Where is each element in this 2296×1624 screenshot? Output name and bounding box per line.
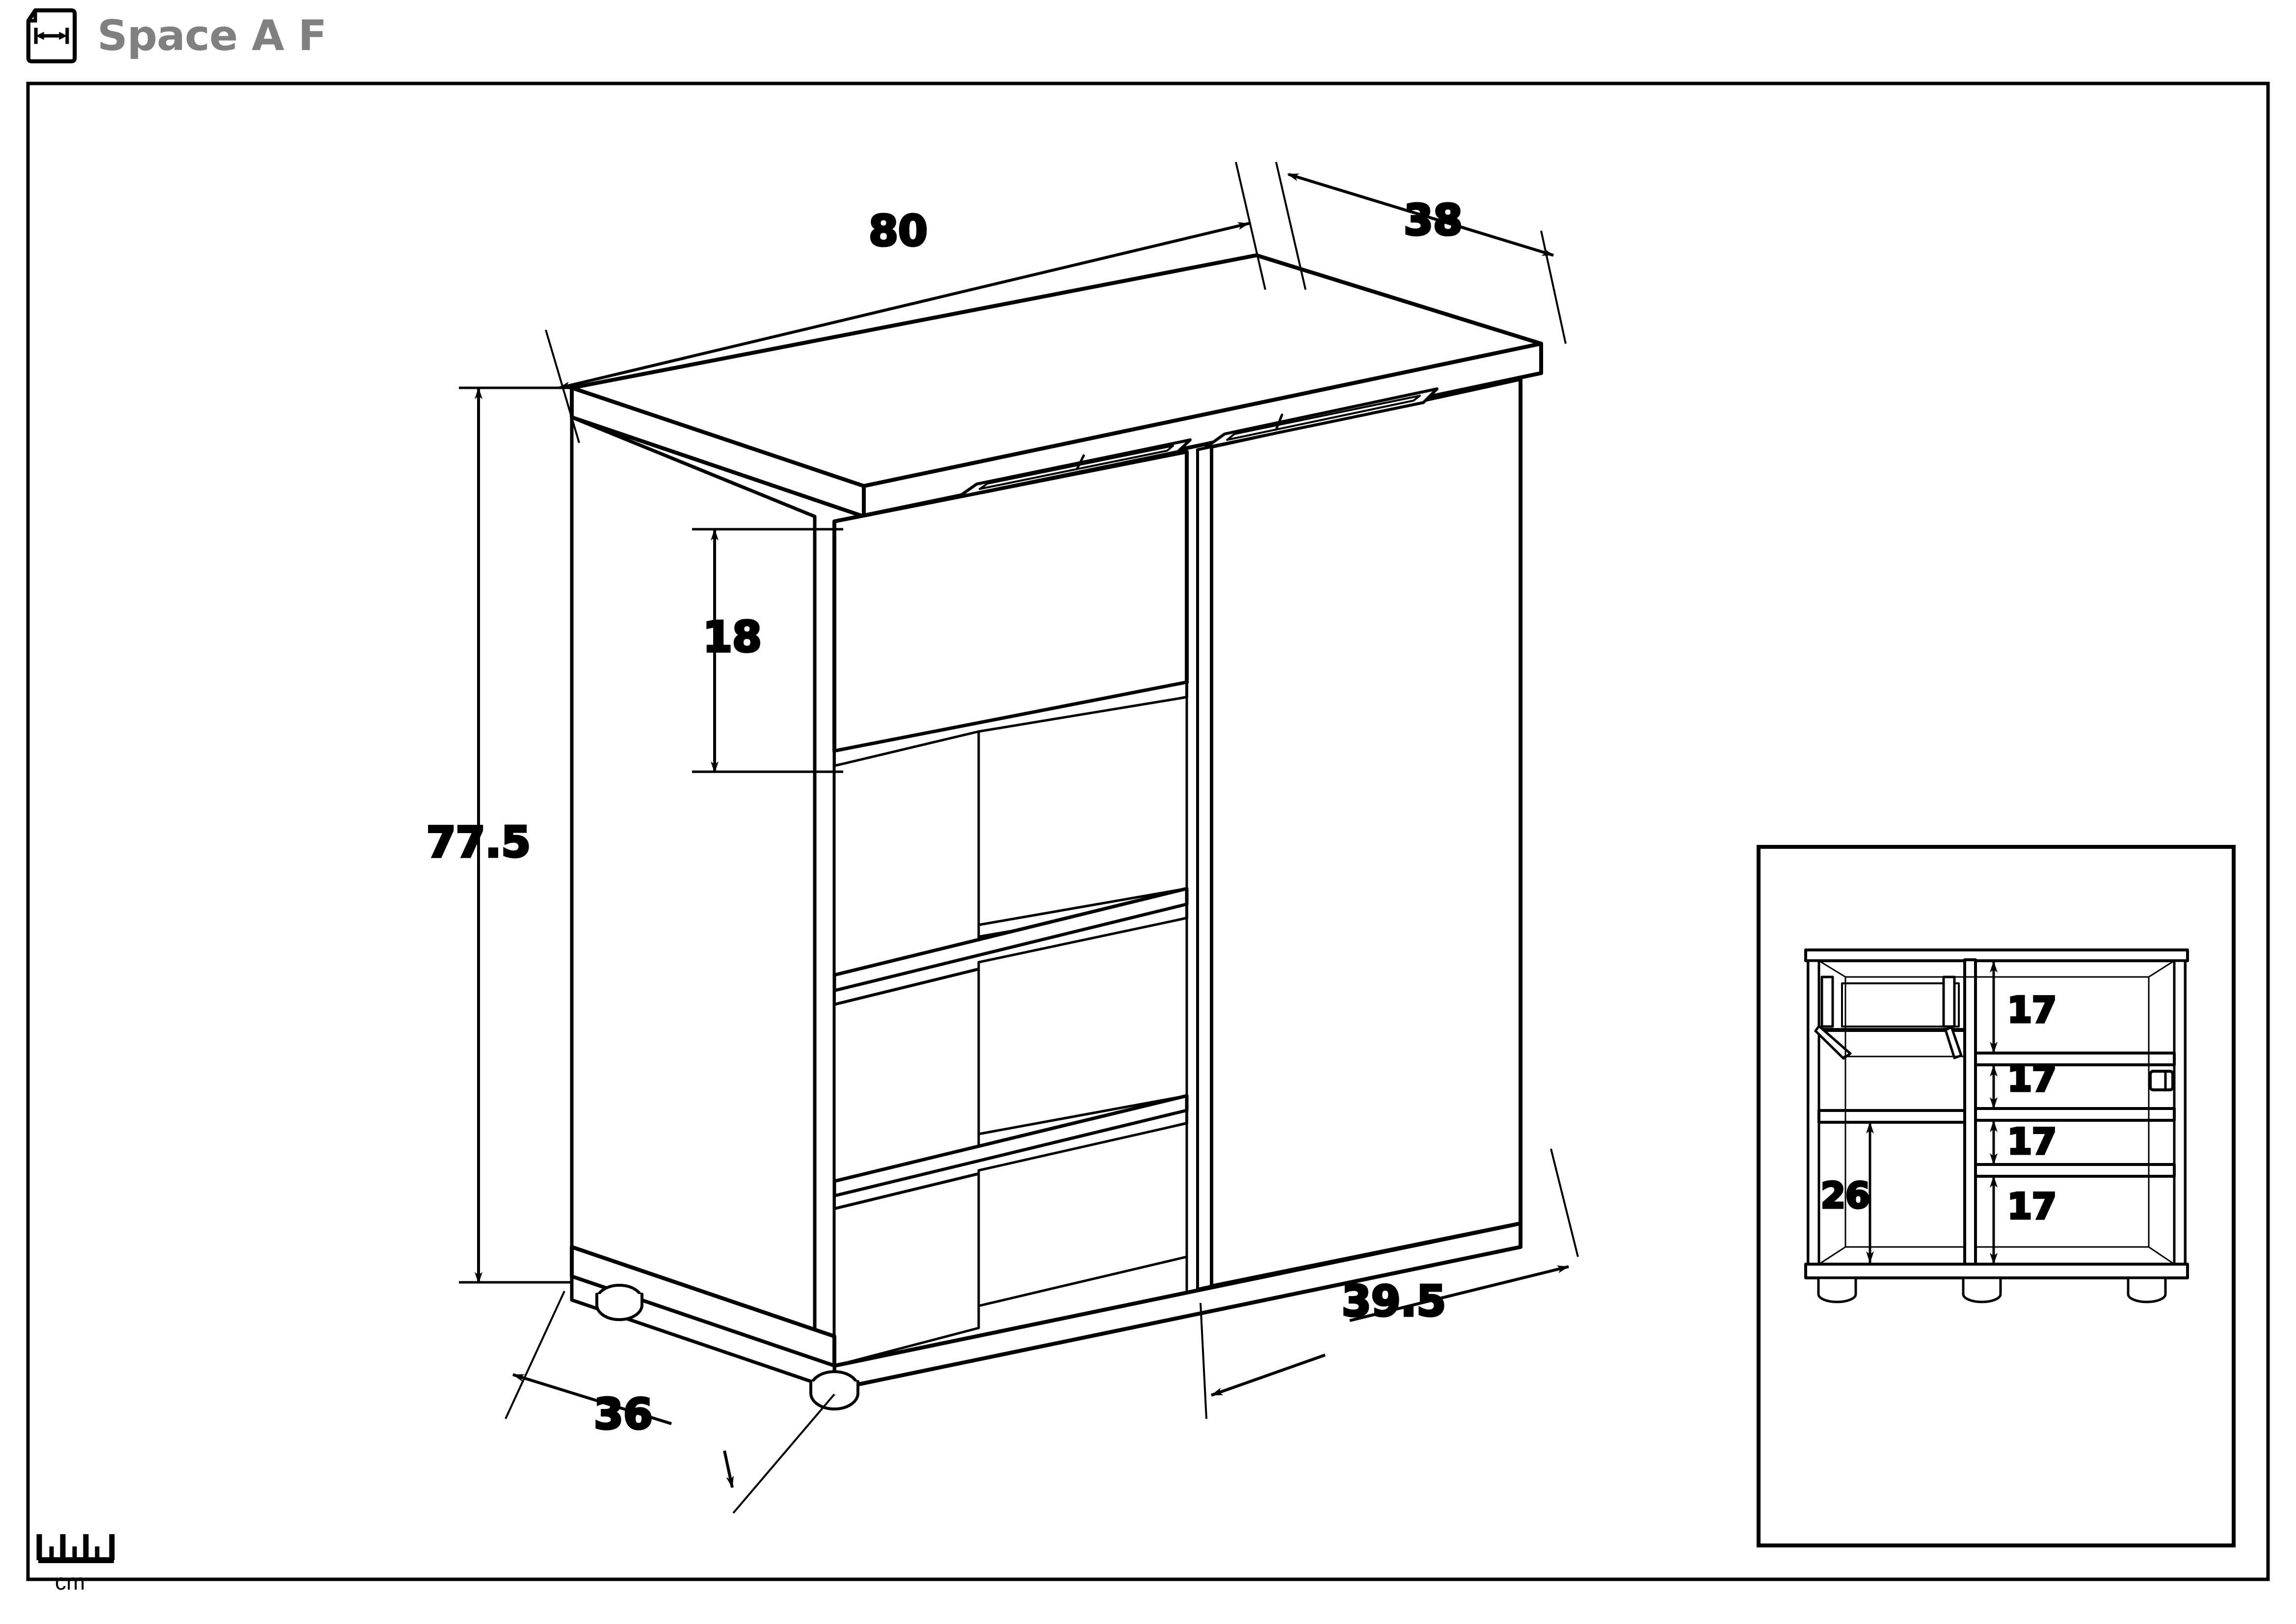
detail-dim-label-17-1: 17 xyxy=(2007,989,2056,1030)
ext-line-depth-right xyxy=(1540,230,1567,344)
detail-inner-top-left xyxy=(1818,960,1846,978)
dim-line-base-1 xyxy=(512,1373,672,1425)
dim-label-depth: 38 xyxy=(1404,196,1463,245)
interior-front-view xyxy=(1804,948,2189,1303)
detail-drawer-left-runner xyxy=(1820,975,1834,1028)
dim-line-width xyxy=(558,222,1250,389)
detail-inner-top-right xyxy=(2148,960,2175,978)
door-grip-divider xyxy=(1275,413,1283,431)
dim-line-door-1 xyxy=(1349,1265,1569,1322)
dim-label-width: 80 xyxy=(869,207,928,256)
ext-line-base-b xyxy=(732,1393,835,1514)
detail-center-divider xyxy=(1963,958,1977,1267)
detail-left-bottom-diag xyxy=(1818,1246,1846,1265)
cabinet-left-side-panel xyxy=(570,415,817,1332)
ext-line-door-a xyxy=(1200,1302,1207,1419)
detail-dimension-annotations: 17 17 17 17 26 xyxy=(1819,961,2058,1265)
detail-drawer-box xyxy=(1841,982,1960,1028)
detail-right-shelf-3 xyxy=(1974,1163,2176,1178)
ext-line-width-right xyxy=(1235,162,1266,290)
interior-bottom-back xyxy=(977,1122,1188,1307)
ext-line-base-a xyxy=(505,1291,565,1419)
dim-label-base: 36 xyxy=(594,1390,653,1439)
scale-unit-label: cm xyxy=(55,1569,85,1595)
dim-label-height: 77.5 xyxy=(427,818,531,867)
dim-line-door-2 xyxy=(1211,1353,1326,1397)
dim-label-drawer: 18 xyxy=(703,613,762,662)
detail-dim-label-17-2: 17 xyxy=(2007,1058,2056,1099)
dim-label-door: 39.5 xyxy=(1342,1277,1446,1326)
detail-base-plinth xyxy=(1804,1263,2189,1279)
detail-dim-label-17-3: 17 xyxy=(2007,1121,2056,1162)
detail-foot-left xyxy=(1817,1276,1857,1303)
interior-left-back-panel xyxy=(833,730,980,1367)
detail-right-bottom-diag xyxy=(2148,1246,2175,1265)
dim-line-depth xyxy=(1287,173,1554,257)
foot-front-left-body xyxy=(595,1293,643,1321)
document-dimension-icon xyxy=(23,7,80,65)
isometric-cabinet-view xyxy=(570,253,1543,1410)
detail-right-panel xyxy=(2173,959,2187,1266)
detail-hinge-bracket xyxy=(2149,1070,2174,1091)
detail-right-shelf-1 xyxy=(1974,1052,2176,1066)
sheet-frame xyxy=(26,81,2270,1581)
detail-foot-center xyxy=(1962,1276,2002,1303)
detail-dim-label-26: 26 xyxy=(1821,1175,1870,1216)
sheet-header: Space A F xyxy=(23,4,327,68)
ext-line-door-b xyxy=(1550,1148,1579,1257)
cabinet-right-door xyxy=(1209,377,1522,1288)
detail-right-shelf-2 xyxy=(1974,1107,2176,1122)
detail-drawer-right-runner xyxy=(1942,975,1956,1028)
detail-top-panel xyxy=(1804,948,2189,962)
interior-back-wall-upper xyxy=(977,696,1188,926)
scale-legend: cm xyxy=(36,1534,115,1595)
drawer-grip-handle-inner xyxy=(979,445,1174,490)
detail-left-shelf xyxy=(1817,1109,1966,1124)
detail-left-panel xyxy=(1807,959,1820,1266)
door-left-edge-thickness xyxy=(1196,445,1213,1291)
detail-dim-label-17-4: 17 xyxy=(2007,1186,2056,1227)
dim-line-base-2 xyxy=(723,1450,734,1488)
detail-drawer-slide-right xyxy=(1944,1026,1963,1059)
detail-drawer-slide-left xyxy=(1814,1025,1852,1060)
detail-foot-right xyxy=(2127,1276,2167,1303)
ruler-icon xyxy=(36,1534,115,1563)
dimension-annotations: 80 38 77.5 18 36 39.5 xyxy=(425,162,1579,1514)
page-title: Space A F xyxy=(97,11,327,60)
drawer-grip-divider xyxy=(1076,454,1085,470)
